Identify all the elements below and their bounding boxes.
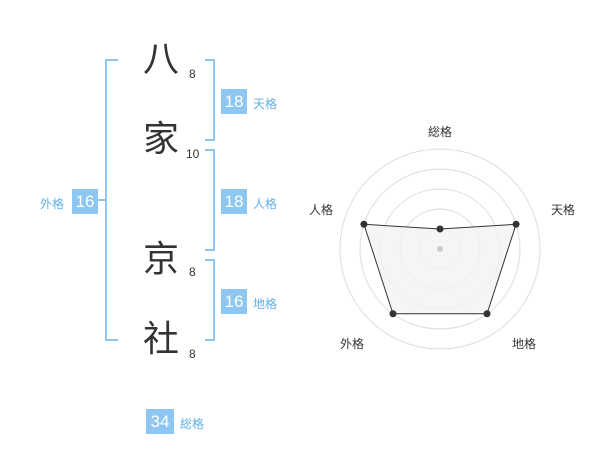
chikaku-bracket xyxy=(205,259,215,341)
stroke-count-4: 8 xyxy=(189,347,196,361)
radar-grid-circle xyxy=(339,148,541,350)
name-char-3: 京 xyxy=(143,239,180,280)
radar-point-2 xyxy=(483,310,491,318)
radar-point-4 xyxy=(360,220,368,228)
chikaku-label: 地格 xyxy=(253,297,278,311)
radar-point-0 xyxy=(436,225,444,233)
name-char-4: 社 xyxy=(143,319,180,360)
tenkaku-label: 天格 xyxy=(253,97,278,111)
gaikaku-value: 16 xyxy=(72,189,98,214)
jinkaku-bracket xyxy=(205,149,215,251)
stroke-count-1: 8 xyxy=(189,67,196,81)
jinkaku-value: 18 xyxy=(221,189,247,214)
stroke-count-2: 10 xyxy=(186,147,200,161)
radar-center-dot xyxy=(437,246,443,252)
radar-label-soukaku: 総格 xyxy=(428,125,453,139)
name-char-2: 家 xyxy=(143,119,180,160)
tenkaku-value: 18 xyxy=(221,89,247,114)
radar-label-gaikaku: 外格 xyxy=(340,337,365,351)
stroke-count-3: 8 xyxy=(189,265,196,279)
chikaku-value: 16 xyxy=(221,289,247,314)
radar-label-tenkaku: 天格 xyxy=(551,203,576,217)
radar-grid-circle xyxy=(359,168,521,330)
soukaku-value: 34 xyxy=(146,409,174,434)
name-char-1: 八 xyxy=(143,39,180,80)
jinkaku-label: 人格 xyxy=(253,197,278,211)
radar-label-jinkaku: 人格 xyxy=(309,203,334,217)
tenkaku-bracket xyxy=(205,59,215,141)
gaikaku-label: 外格 xyxy=(40,197,65,211)
radar-point-3 xyxy=(389,310,397,318)
radar-label-chikaku: 地格 xyxy=(512,337,537,351)
soukaku-label: 総格 xyxy=(180,417,205,431)
radar-point-1 xyxy=(512,220,520,228)
radar-polygon xyxy=(363,223,517,315)
